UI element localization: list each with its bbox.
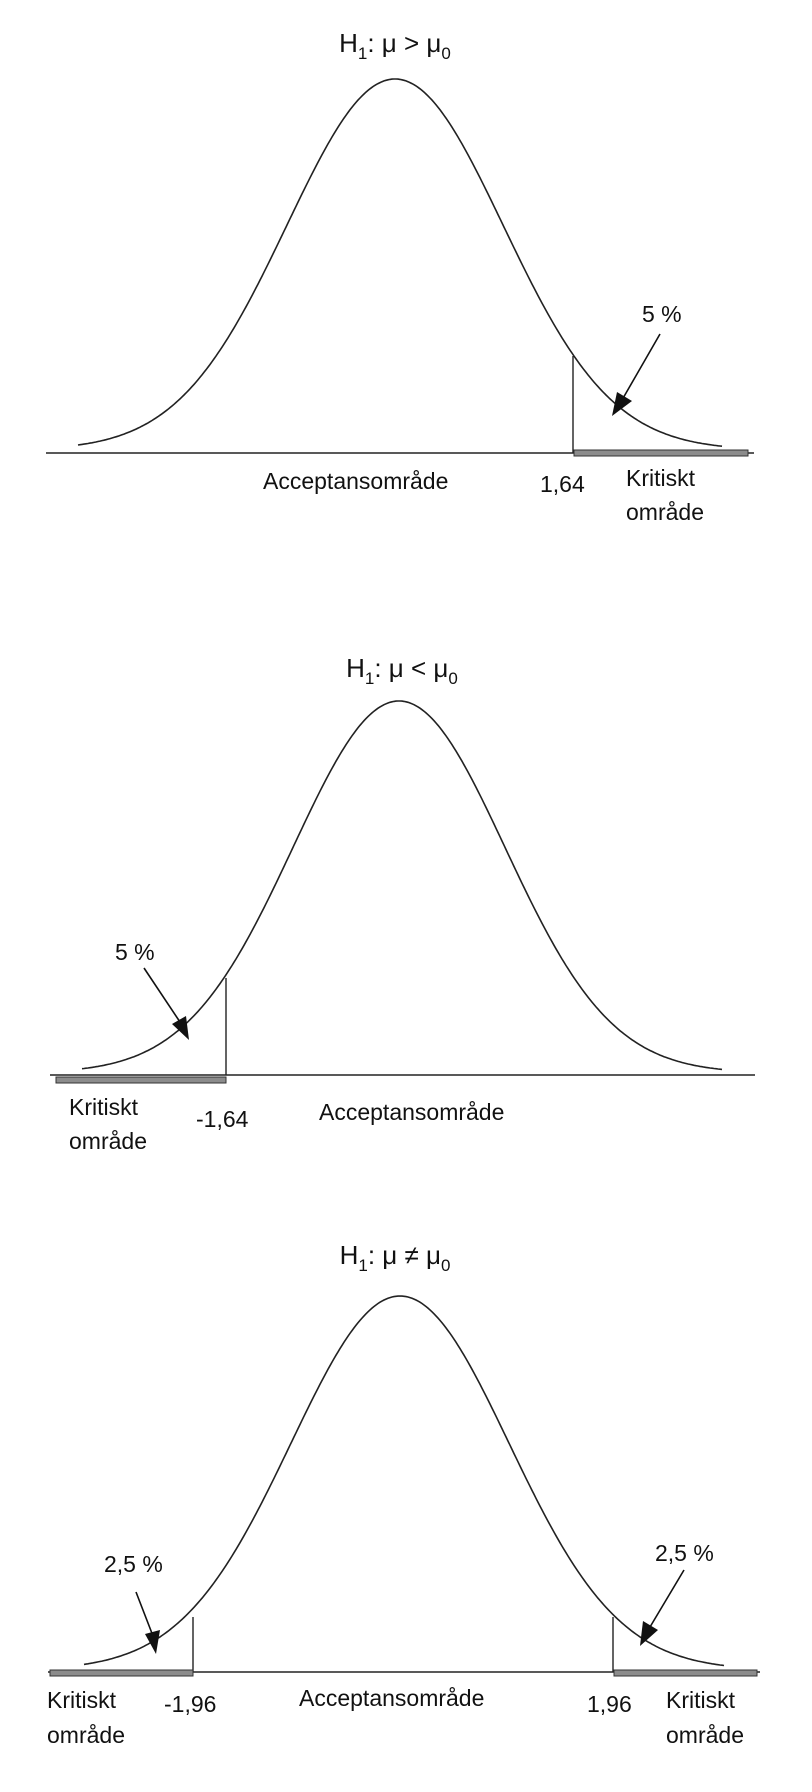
panel-1-critical-region-label-line2: område	[626, 499, 704, 525]
panel-1-normal-curve	[77, 78, 723, 447]
panel-3-left-critical-region-label-line2: område	[47, 1722, 125, 1748]
panel-3-hypothesis-title: H1: μ ≠ μ0	[340, 1240, 451, 1275]
panel-two-tailed: H1: μ ≠ μ0 2,5 % 2,5 % Kritiskt område -…	[47, 1240, 760, 1748]
panel-3-right-critical-value: 1,96	[587, 1691, 632, 1717]
panel-2-tail-arrow	[143, 967, 181, 1023]
panel-1-critical-value: 1,64	[540, 471, 585, 497]
panel-2-tail-percent: 5 %	[115, 939, 155, 965]
panel-2-tail-arrow-head	[172, 1016, 189, 1040]
panel-3-right-tail-arrow-head	[640, 1621, 658, 1646]
panel-3-normal-curve	[83, 1295, 725, 1667]
panel-2-critical-region-bar	[55, 1076, 227, 1084]
panel-left-tailed: H1: μ < μ0 5 % Kritiskt område -1,64 Acc…	[50, 653, 755, 1154]
panel-1-critical-region-bar	[573, 449, 749, 457]
panel-3-right-critical-region-bar	[613, 1669, 758, 1677]
panel-3-left-tail-arrow-head	[145, 1630, 160, 1654]
panel-1-tail-arrow-head	[612, 392, 632, 416]
panel-1-tail-arrow	[621, 333, 661, 401]
panel-2-normal-curve	[81, 700, 723, 1071]
panel-3-left-critical-value: -1,96	[164, 1691, 216, 1717]
panel-3-right-critical-region-label-line1: Kritiskt	[666, 1687, 736, 1713]
panel-3-left-tail-arrow	[135, 1591, 154, 1637]
panel-2-critical-region-label-line2: område	[69, 1128, 147, 1154]
panel-2-hypothesis-title: H1: μ < μ0	[346, 653, 458, 688]
panel-1-hypothesis-title: H1: μ > μ0	[339, 28, 451, 63]
panel-3-left-critical-region-bar	[49, 1669, 194, 1677]
panel-3-left-critical-region-label-line1: Kritiskt	[47, 1687, 117, 1713]
panel-2-acceptance-label: Acceptansområde	[319, 1099, 504, 1125]
panel-3-right-critical-region-label-line2: område	[666, 1722, 744, 1748]
panel-2-critical-value: -1,64	[196, 1106, 249, 1132]
panel-3-right-tail-percent: 2,5 %	[655, 1540, 714, 1566]
panel-3-left-tail-percent: 2,5 %	[104, 1551, 163, 1577]
panel-1-critical-region-label-line1: Kritiskt	[626, 465, 696, 491]
panel-right-tailed: H1: μ > μ0 5 % Acceptansområde 1,64 Krit…	[46, 28, 754, 525]
panel-2-critical-region-label-line1: Kritiskt	[69, 1094, 139, 1120]
panel-1-tail-percent: 5 %	[642, 301, 682, 327]
panel-1-acceptance-label: Acceptansområde	[263, 468, 448, 494]
panel-3-acceptance-label: Acceptansområde	[299, 1685, 484, 1711]
panel-3-right-tail-arrow	[649, 1569, 685, 1628]
